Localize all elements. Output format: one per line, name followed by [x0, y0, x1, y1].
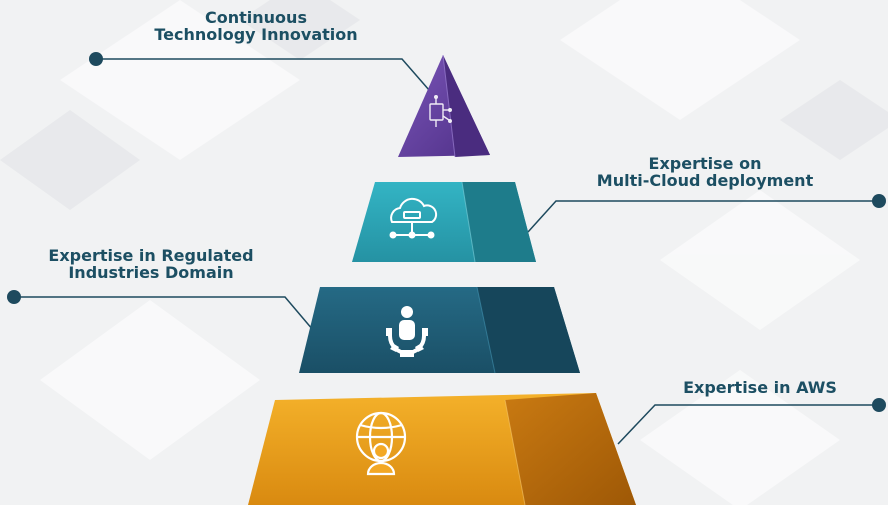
connector-dot-aws [872, 398, 886, 412]
person-gear-icon [386, 306, 428, 357]
label-top: Continuous Technology Innovation [140, 9, 372, 43]
connector-top [96, 58, 437, 99]
tier-cloud [352, 181, 536, 263]
label-cloud-line1: Expertise on [648, 154, 762, 173]
label-regulated-line2: Industries Domain [68, 263, 234, 282]
connector-regulated [14, 296, 314, 331]
label-top-line2: Technology Innovation [154, 25, 358, 44]
connector-dot-top [89, 52, 103, 66]
tier-aws [248, 393, 636, 505]
label-regulated-line1: Expertise in Regulated [48, 246, 254, 265]
label-aws-line1: Expertise in AWS [683, 378, 837, 397]
label-cloud: Expertise on Multi-Cloud deployment [580, 155, 830, 189]
tier-top [398, 54, 490, 158]
label-cloud-line2: Multi-Cloud deployment [596, 171, 814, 190]
circuit-chip-icon [429, 94, 453, 127]
label-aws: Expertise in AWS [660, 379, 860, 396]
globe-person-icon [355, 411, 407, 476]
label-top-line1: Continuous [205, 8, 307, 27]
tier-regulated [299, 286, 580, 374]
connector-aws [617, 404, 879, 445]
cloud-network-icon [389, 197, 438, 239]
connector-dot-cloud [872, 194, 886, 208]
connector-dot-regulated [7, 290, 21, 304]
connector-cloud [527, 200, 879, 233]
label-regulated: Expertise in Regulated Industries Domain [12, 247, 290, 281]
